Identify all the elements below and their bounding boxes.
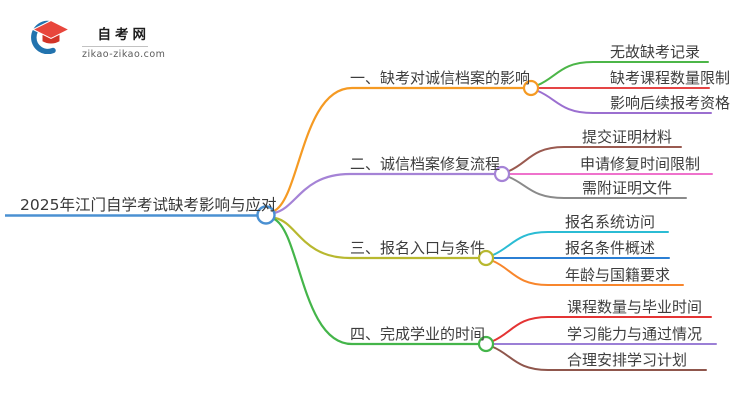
branch-4-child-2-label[interactable]: 学习能力与通过情况 [567,325,703,343]
branch-2-label[interactable]: 二、诚信档案修复流程 [350,155,501,173]
branch-1-label[interactable]: 一、缺考对诚信档案的影响 [350,69,531,87]
branch-3-circle[interactable] [477,249,495,267]
branch-4-child-3-curve [492,346,707,371]
branch-2-child-1-curve [508,146,682,172]
branch-3-child-2-label[interactable]: 报名条件概述 [565,239,656,257]
branch-3-child-3-label[interactable]: 年龄与国籍要求 [565,266,671,284]
branch-3-child-1-label[interactable]: 报名系统访问 [565,213,656,231]
branch-3-label[interactable]: 三、报名入口与条件 [350,239,486,257]
site-logo: 自考网 zikao-zikao.com [28,20,165,60]
branch-1-child-3-label[interactable]: 影响后续报考资格 [610,94,731,112]
branch-1-child-1-label[interactable]: 无故缺考记录 [610,43,701,61]
logo-text-block: 自考网 zikao-zikao.com [82,20,165,60]
branch-4-child-1-label[interactable]: 课程数量与毕业时间 [567,298,703,316]
cap-top-board [31,20,70,40]
branch-3-curve [273,216,481,260]
branch-1-child-2-label[interactable]: 缺考课程数量限制 [610,69,731,87]
branch-4-label[interactable]: 四、完成学业的时间 [350,325,486,343]
branch-1-child-3-curve [537,90,712,114]
graduation-cap-icon [31,20,70,54]
branch-4-child-1-curve [492,316,712,342]
branch-2-child-2-label[interactable]: 申请修复时间限制 [580,155,701,173]
site-url: zikao-zikao.com [82,49,166,60]
site-name: 自考网 [97,27,150,43]
branch-2-circle[interactable] [493,165,511,183]
branch-3-child-3-curve [492,260,684,286]
branch-4-curve [272,217,481,346]
branch-3-child-1-curve [492,231,669,256]
branch-4-child-3-label[interactable]: 合理安排学习计划 [567,351,688,369]
root-node-label[interactable]: 2025年江门自学考试缺考影响与应对 [20,196,277,214]
branch-2-child-1-label[interactable]: 提交证明材料 [582,128,673,146]
branch-1-circle[interactable] [522,79,540,97]
logo-divider [82,46,148,47]
branch-1-curve [272,86,525,213]
branch-2-child-3-curve [508,176,687,199]
branch-2-child-3-label[interactable]: 需附证明文件 [582,179,673,197]
branch-2-curve [272,172,497,215]
branch-4-circle[interactable] [477,335,495,353]
root-node-circle[interactable] [256,205,276,225]
branch-1-child-1-curve [537,61,709,86]
